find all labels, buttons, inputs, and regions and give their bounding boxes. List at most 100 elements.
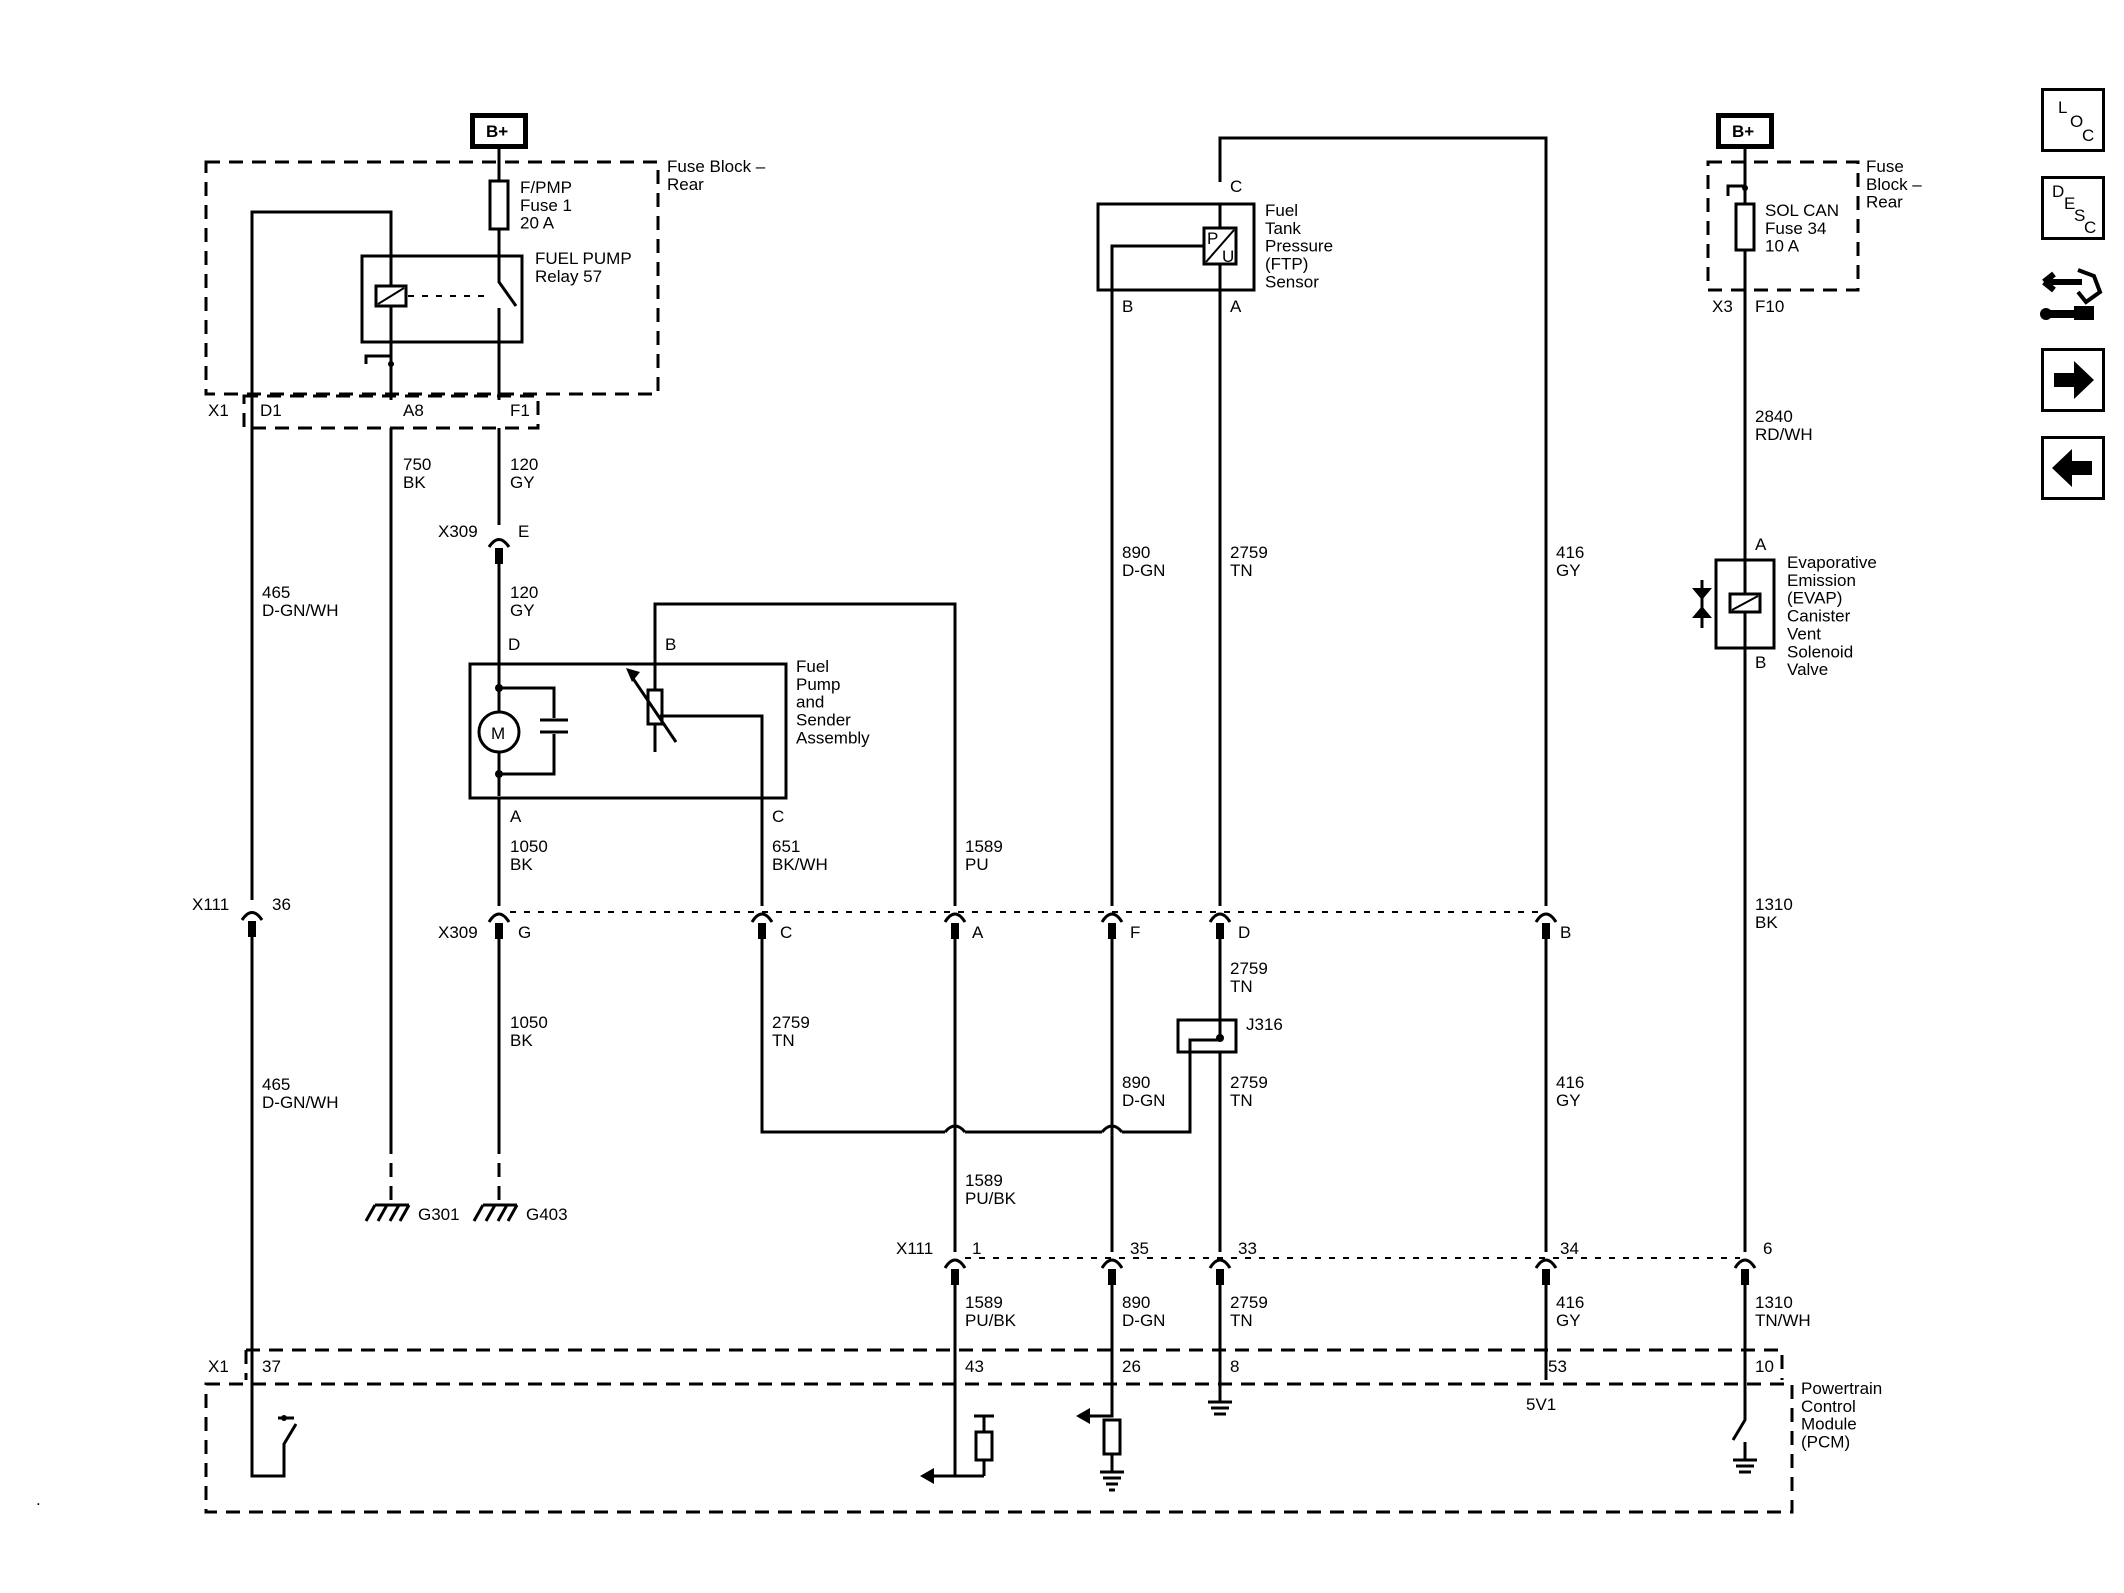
svg-text:G: G: [518, 923, 531, 942]
svg-text:X111: X111: [192, 895, 229, 914]
ground-g403: G403: [472, 1203, 568, 1224]
svg-text:B: B: [1755, 653, 1766, 672]
svg-text:A: A: [510, 807, 522, 826]
svg-text:G403: G403: [526, 1205, 568, 1224]
description-button[interactable]: D E S C: [2041, 176, 2105, 240]
arrow-right-icon: [2054, 361, 2094, 399]
svg-text:A: A: [1230, 297, 1242, 316]
svg-text:J316: J316: [1246, 1015, 1283, 1034]
svg-text:34: 34: [1560, 1239, 1579, 1258]
connector-tools-icon[interactable]: [2038, 262, 2108, 332]
fuse-block-rear-label: Fuse Block –Rear: [667, 157, 766, 194]
splice-j316: [1176, 1018, 1238, 1054]
fuse-34: [1734, 202, 1756, 252]
svg-text:43: 43: [965, 1357, 984, 1376]
svg-text:X309: X309: [438, 522, 478, 541]
svg-text:X309: X309: [438, 923, 478, 942]
x1-connector-bottom: [244, 1348, 1784, 1380]
svg-text:X111: X111: [896, 1239, 933, 1258]
next-arrow-button[interactable]: [2041, 348, 2105, 412]
loc-letter-o: O: [2070, 112, 2084, 131]
loc-letter-c: C: [2082, 126, 2095, 145]
svg-text:A: A: [972, 923, 984, 942]
fuse-block-rear-left: [204, 160, 660, 396]
fuse-block-rear-right: [1706, 160, 1860, 292]
svg-text:M: M: [491, 724, 505, 743]
x1-connector-top: [242, 394, 540, 430]
desc-letter-d: D: [2052, 182, 2065, 201]
svg-text:B+: B+: [486, 122, 508, 141]
previous-arrow-button[interactable]: [2041, 436, 2105, 500]
svg-text:5V1: 5V1: [1526, 1395, 1556, 1414]
loc-letter-l: L: [2058, 98, 2068, 117]
svg-text:F10: F10: [1755, 297, 1784, 316]
x309-terminals: [487, 912, 1558, 939]
desc-letter-c: C: [2084, 218, 2097, 237]
svg-text:35: 35: [1130, 1239, 1149, 1258]
ftp-sensor: [1096, 202, 1256, 292]
location-button[interactable]: L O C: [2041, 88, 2105, 152]
svg-text:53: 53: [1548, 1357, 1567, 1376]
svg-text:C: C: [772, 807, 784, 826]
svg-text:X1: X1: [208, 401, 229, 420]
svg-text:F: F: [1130, 923, 1140, 942]
svg-text:6: 6: [1763, 1239, 1772, 1258]
svg-text:10: 10: [1755, 1357, 1774, 1376]
svg-text:D1: D1: [260, 401, 282, 420]
svg-text:B+: B+: [1732, 122, 1754, 141]
svg-text:E: E: [518, 522, 529, 541]
svg-text:D: D: [1238, 923, 1250, 942]
pcm-module: [204, 1382, 1794, 1514]
svg-text:X3: X3: [1712, 297, 1733, 316]
svg-text:.: .: [36, 1490, 41, 1509]
svg-text:8: 8: [1230, 1357, 1239, 1376]
svg-text:P: P: [1207, 229, 1218, 248]
b-plus-right: B+: [1716, 113, 1774, 149]
fuse-1: [488, 179, 510, 231]
x111-terminals: [943, 1258, 1757, 1285]
desc-letter-s: S: [2074, 206, 2086, 225]
svg-text:X1: X1: [208, 1357, 229, 1376]
svg-text:C: C: [780, 923, 792, 942]
svg-text:26: 26: [1122, 1357, 1141, 1376]
ground-g301: G301: [364, 1203, 460, 1224]
svg-text:B: B: [1560, 923, 1571, 942]
svg-text:A: A: [1755, 535, 1767, 554]
svg-text:A8: A8: [403, 401, 424, 420]
b-plus-left: B+: [470, 113, 528, 149]
svg-text:D: D: [508, 635, 520, 654]
svg-text:B: B: [665, 635, 676, 654]
fuel-pump-relay-57: [360, 254, 524, 344]
svg-text:37: 37: [262, 1357, 281, 1376]
